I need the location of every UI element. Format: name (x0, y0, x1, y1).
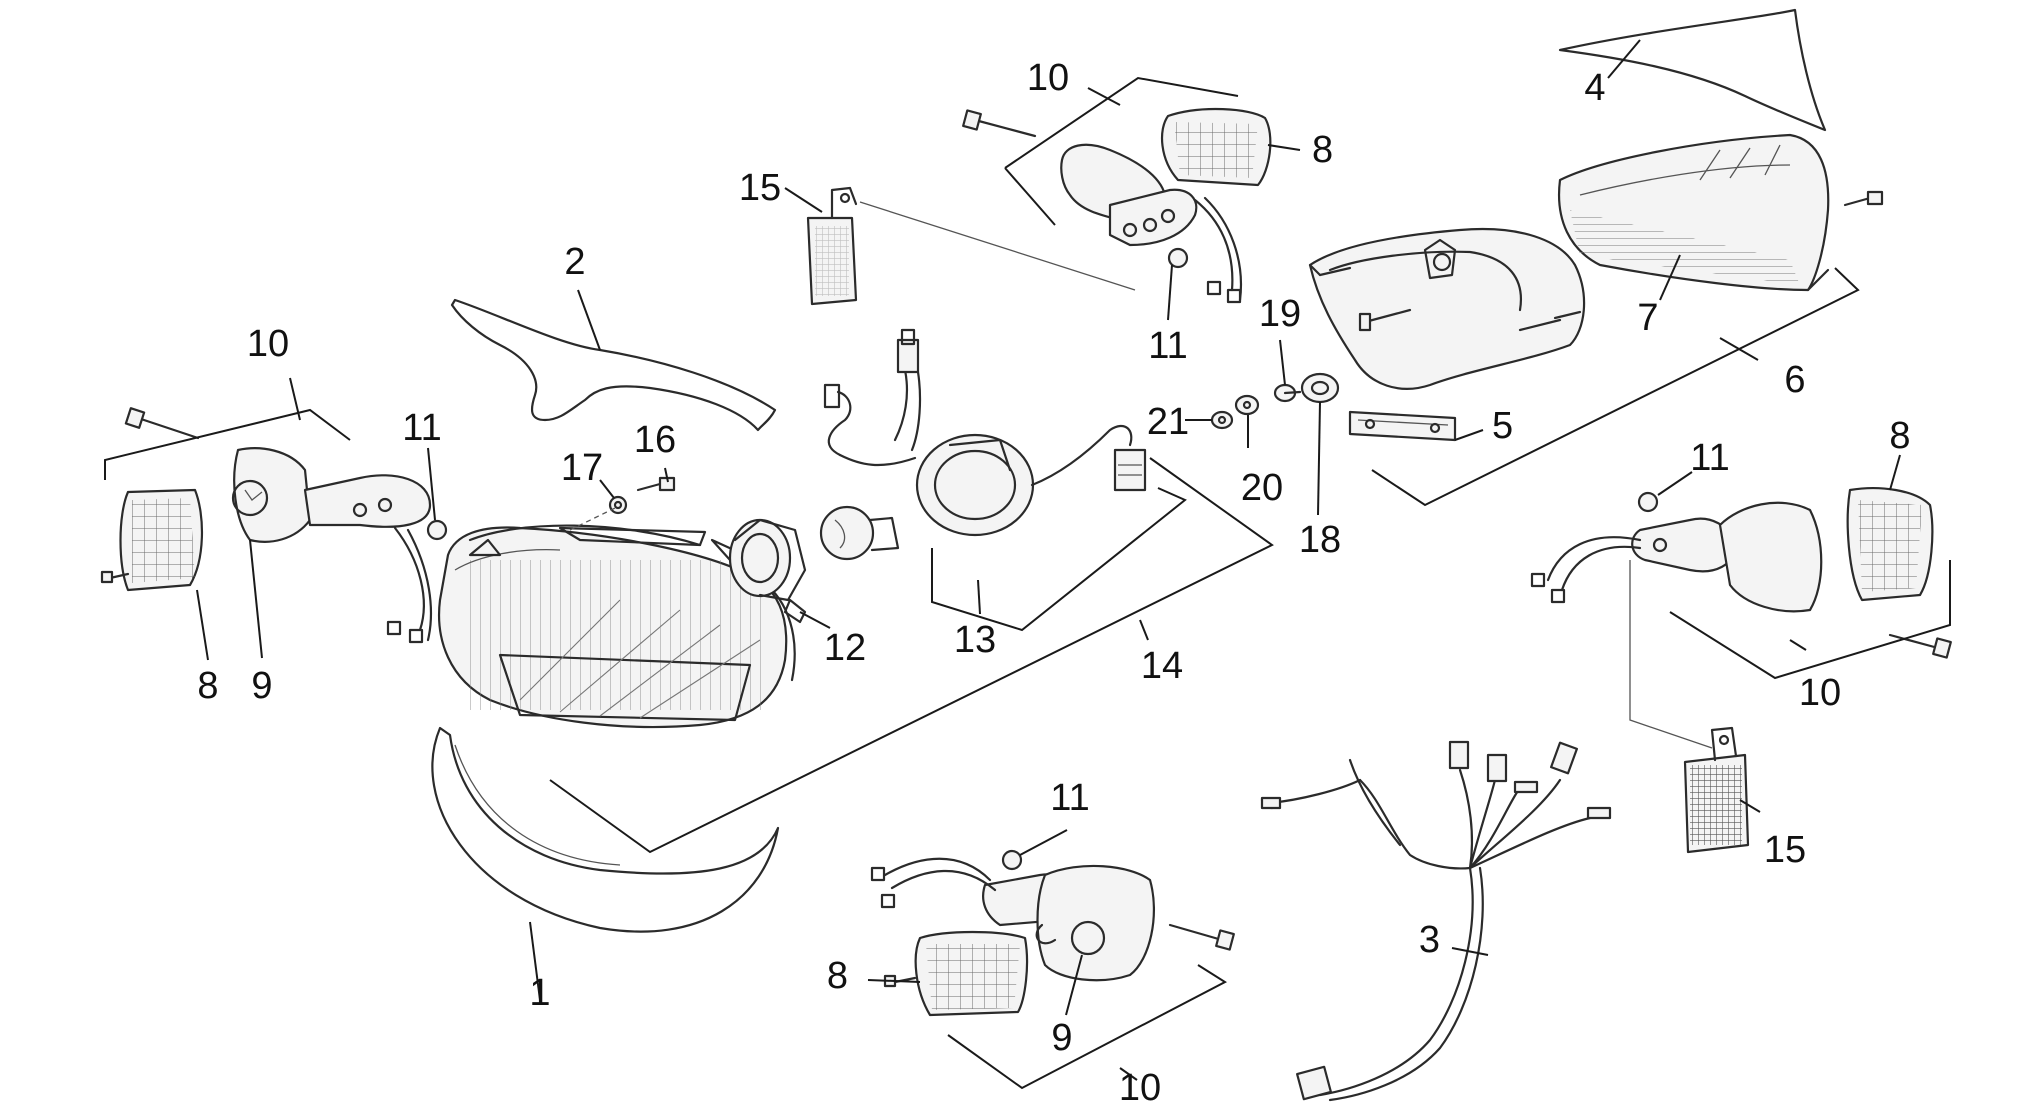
part-6-tail-housing (1308, 228, 1586, 390)
callout-17: 17 (561, 447, 603, 489)
left-turn-signal-assembly (100, 407, 448, 644)
top-turn-signal-assembly (962, 107, 1272, 304)
callout-7: 7 (1637, 297, 1658, 339)
callout-11-left: 11 (402, 407, 441, 449)
callout-1: 1 (529, 972, 550, 1014)
right-reflector-link (1629, 560, 1713, 749)
part-16-screw (636, 476, 676, 492)
part-3-wiring-harness (1260, 740, 1612, 1102)
bottom-turn-signal-bracket (947, 964, 1228, 1090)
callout-12: 12 (824, 627, 866, 669)
callout-10-right: 10 (1799, 672, 1841, 714)
callout-2: 2 (564, 241, 585, 283)
callout-8-left: 8 (197, 665, 218, 707)
part-7-screw (1843, 190, 1884, 207)
callout-14: 14 (1141, 645, 1183, 687)
callout-16: 16 (634, 419, 676, 461)
part-13-headlight-harness (823, 328, 1147, 537)
part-14-bracket (549, 457, 1274, 854)
part-4-rear-cover (1558, 8, 1827, 132)
callout-10-bottom: 10 (1119, 1067, 1161, 1103)
part-15-reflector-top (806, 186, 858, 306)
part-6-bracket (1371, 267, 1860, 507)
part-18-grommet (1300, 372, 1340, 404)
callout-21: 21 (1147, 401, 1189, 443)
callout-11-right: 11 (1690, 437, 1729, 479)
part-13-bracket (931, 487, 1187, 632)
part-5-plate-light (1348, 410, 1457, 442)
top-turn-signal-bracket (1004, 76, 1239, 226)
callout-11-bottom: 11 (1050, 777, 1089, 819)
part-17-nut (608, 495, 628, 515)
bottom-turn-signal-assembly (870, 849, 1235, 1017)
callout-8-top: 8 (1312, 129, 1333, 171)
callout-5: 5 (1492, 405, 1513, 447)
callout-9-bottom: 9 (1051, 1017, 1072, 1059)
part-1-headlight-lower-trim (431, 726, 780, 933)
callout-3: 3 (1419, 919, 1440, 961)
callout-11-top: 11 (1148, 325, 1187, 367)
callout-6: 6 (1784, 359, 1805, 401)
part-15-reflector-right (1683, 726, 1750, 854)
callout-13: 13 (954, 619, 996, 661)
callout-labels: 1 2 3 4 5 6 7 8 8 8 8 9 9 10 10 10 10 11… (197, 57, 1910, 1103)
headlight-bulb (819, 505, 900, 561)
top-reflector-link (859, 201, 1136, 291)
part-2-headlight-upper-trim (450, 298, 777, 432)
callout-8-right: 8 (1889, 415, 1910, 457)
part-19-bolt (1273, 383, 1302, 403)
callout-9-left: 9 (251, 665, 272, 707)
part-14-headlight-assembly (438, 524, 796, 729)
part-12-bulb-socket (728, 518, 807, 624)
callout-15-right: 15 (1764, 829, 1806, 871)
callout-10-top: 10 (1027, 57, 1069, 99)
callout-20: 20 (1241, 467, 1283, 509)
left-turn-signal-bracket (104, 408, 351, 480)
callout-8-bottom: 8 (827, 955, 848, 997)
leader-lines (196, 39, 1901, 1081)
part-7-tail-lens (1558, 133, 1830, 292)
right-turn-signal-assembly (1530, 487, 1952, 659)
callout-19: 19 (1259, 293, 1301, 335)
callout-18: 18 (1299, 519, 1341, 561)
part-21-nut (1210, 410, 1234, 430)
callout-15-top: 15 (739, 167, 781, 209)
callout-4: 4 (1584, 67, 1605, 109)
right-turn-signal-bracket (1669, 560, 1951, 680)
part-20-washer (1234, 394, 1260, 416)
callout-10-left: 10 (247, 323, 289, 365)
